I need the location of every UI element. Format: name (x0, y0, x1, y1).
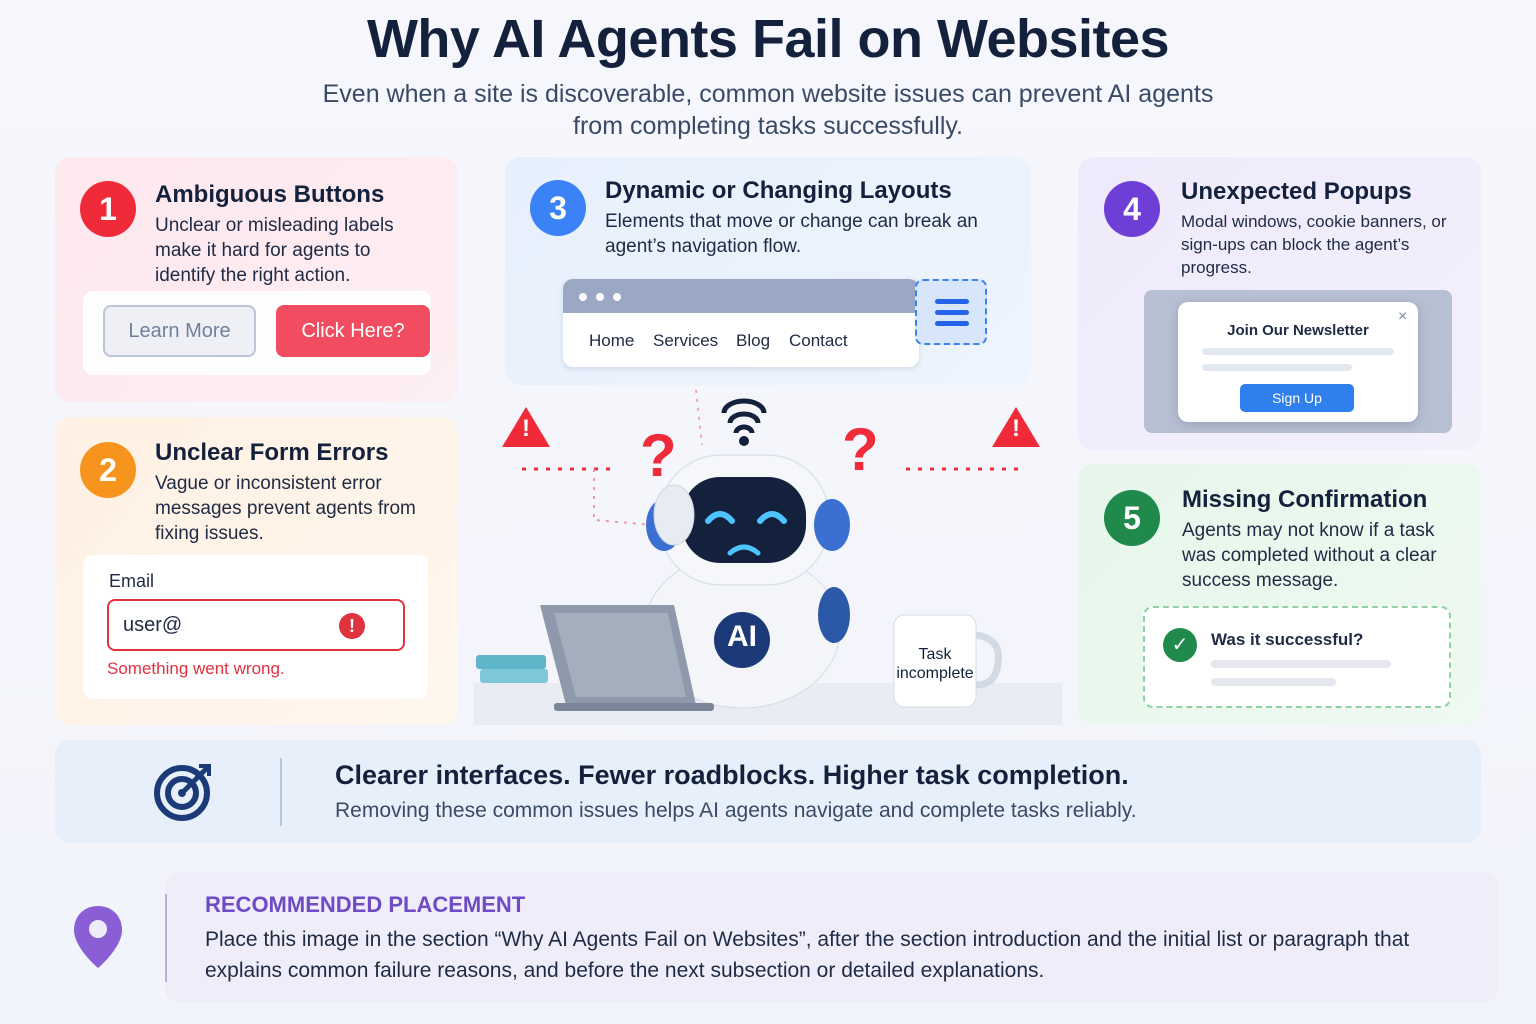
newsletter-popup: Join Our Newsletter × Sign Up (1178, 302, 1418, 422)
placeholder-line (1211, 678, 1336, 686)
nav-contact[interactable]: Contact (789, 331, 848, 350)
number-badge-5: 5 (1104, 490, 1160, 546)
nav-blog[interactable]: Blog (736, 331, 771, 350)
card-ambiguous-buttons: 1 Ambiguous Buttons Unclear or misleadin… (55, 157, 458, 402)
mug-label-line-1: Task (918, 646, 952, 663)
close-icon[interactable]: × (1398, 308, 1408, 325)
placement-divider (165, 894, 167, 982)
card-dynamic-layouts: 3 Dynamic or Changing Layouts Elements t… (505, 157, 1031, 385)
card-description: Agents may not know if a task was comple… (1182, 520, 1437, 591)
number-badge-3: 3 (530, 180, 586, 236)
card-title: Missing Confirmation (1182, 486, 1428, 513)
window-dot-icon (613, 293, 621, 301)
card-title: Unexpected Popups (1181, 178, 1412, 205)
warning-icon-right: ! (992, 407, 1040, 447)
robot-scene-svg (474, 389, 1062, 725)
card-title: Ambiguous Buttons (155, 181, 385, 208)
error-icon: ! (339, 613, 365, 639)
email-label: Email (109, 571, 155, 591)
summary-banner: Clearer interfaces. Fewer roadblocks. Hi… (55, 740, 1481, 843)
confirmation-box: ✓ Was it successful? (1143, 606, 1451, 708)
mug-label: Task incomplete (894, 645, 976, 683)
browser-window: Home Services Blog Contact (563, 279, 919, 367)
question-mark-icon: ? (640, 422, 677, 489)
card-title: Unclear Form Errors (155, 439, 389, 466)
location-pin-icon (74, 906, 122, 968)
recommended-placement-box: RECOMMENDED PLACEMENT Place this image i… (165, 872, 1498, 1002)
page-subtitle: Even when a site is discoverable, common… (322, 80, 1214, 140)
placement-body: Place this image in the section “Why AI … (205, 928, 1410, 982)
learn-more-button[interactable]: Learn More (103, 305, 256, 357)
number-badge-1: 1 (80, 181, 136, 237)
form-example-box: Email user@ ! Something went wrong. (83, 555, 428, 699)
placeholder-line (1202, 348, 1394, 355)
card-description: Vague or inconsistent error messages pre… (155, 473, 416, 544)
warning-icon-left: ! (502, 407, 550, 447)
card-unclear-form-errors: 2 Unclear Form Errors Vague or inconsist… (55, 417, 458, 725)
card-description: Unclear or misleading labels make it har… (155, 215, 394, 286)
error-message: Something went wrong. (107, 659, 285, 678)
robot-illustration: ! ! ? ? AI Task incomplete (474, 385, 1062, 725)
nav-home[interactable]: Home (589, 331, 635, 350)
banner-description: Removing these common issues helps AI ag… (335, 799, 1137, 822)
checkmark-icon: ✓ (1163, 628, 1197, 662)
sign-up-button[interactable]: Sign Up (1240, 384, 1354, 412)
card-missing-confirmation: 5 Missing Confirmation Agents may not kn… (1078, 464, 1481, 725)
target-icon (154, 764, 211, 821)
hamburger-menu-icon[interactable] (915, 279, 987, 345)
question-mark-icon: ? (842, 416, 879, 483)
page-title: Why AI Agents Fail on Websites (366, 9, 1170, 69)
popup-title: Join Our Newsletter (1227, 322, 1369, 339)
number-badge-4: 4 (1104, 181, 1160, 237)
card-unexpected-popups: 4 Unexpected Popups Modal windows, cooki… (1078, 157, 1481, 450)
placeholder-line (1211, 660, 1391, 668)
book-icon (480, 669, 548, 683)
robot-badge-text: AI (727, 620, 757, 653)
mug-label-line-2: incomplete (896, 665, 974, 682)
placement-heading: RECOMMENDED PLACEMENT (205, 892, 526, 917)
nav-services[interactable]: Services (653, 331, 719, 350)
click-here-button[interactable]: Click Here? (276, 305, 430, 357)
banner-title: Clearer interfaces. Fewer roadblocks. Hi… (335, 760, 1129, 790)
book-icon (476, 655, 546, 669)
window-dot-icon (579, 293, 587, 301)
card-description: Elements that move or change can break a… (605, 211, 978, 257)
window-dot-icon (596, 293, 604, 301)
browser-title-bar (563, 279, 919, 313)
confirmation-text: Was it successful? (1211, 630, 1364, 649)
card-title: Dynamic or Changing Layouts (605, 177, 952, 204)
placeholder-line (1202, 364, 1352, 371)
card-description: Modal windows, cookie banners, or sign-u… (1181, 212, 1447, 277)
button-example-box: Learn More Click Here? (83, 291, 431, 375)
banner-divider (280, 758, 282, 826)
mug-icon (893, 614, 977, 708)
ai-badge (714, 612, 770, 668)
number-badge-2: 2 (80, 442, 136, 498)
